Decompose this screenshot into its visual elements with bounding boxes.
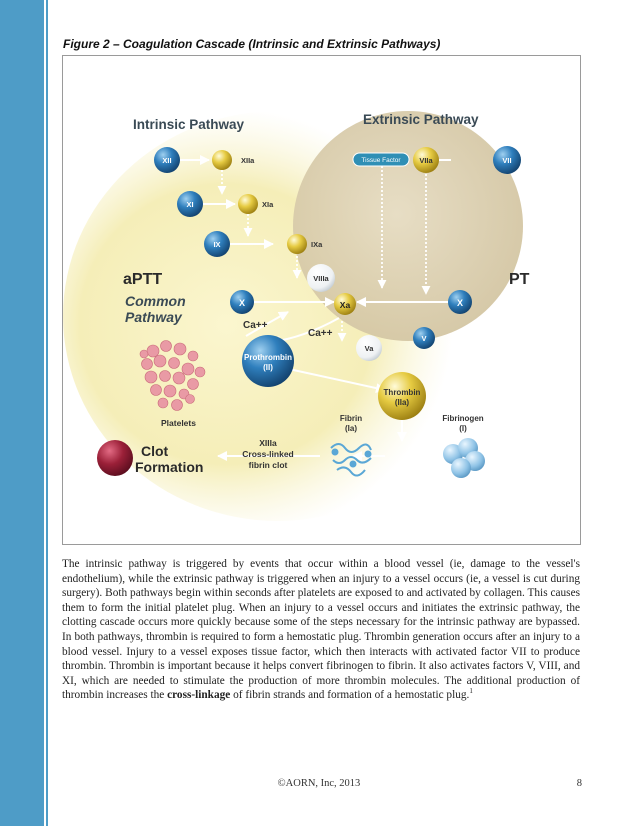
x-right-node [448,290,472,314]
fibrin-label-2: (Ia) [345,424,357,433]
ix-label: IX [213,240,220,249]
xii-node [154,147,180,173]
body-text-bold-term: cross-linkage [167,689,231,702]
xiiia-label: XIIIa [259,438,277,448]
tissue-factor-node [352,152,410,167]
fibrinogen-label: Fibrinogen [442,414,483,423]
body-text-part-2: of fibrin strands and formation of a hem… [230,689,470,702]
extrinsic-pathway-title: Extrinsic Pathway [363,112,479,127]
cascade-arrows [180,155,451,461]
xia-node [238,194,258,214]
prothrombin-node [242,335,294,387]
coagulation-cascade-diagram: Intrinsic Pathway Extrinsic Pathway aPTT… [63,66,570,534]
clot-label-2: Formation [135,459,203,475]
left-sidebar-bar [0,0,44,826]
fibrinogen-cluster [443,438,485,478]
ixa-label: IXa [311,240,323,249]
xa-node [334,293,356,315]
common-pathway-label-1: Common [125,293,186,309]
tissue-factor-label: Tissue Factor [361,157,401,164]
body-paragraph: The intrinsic pathway is triggered by ev… [62,557,580,703]
xia-label: XIa [262,200,274,209]
body-text-part-1: The intrinsic pathway is triggered by ev… [62,558,580,702]
ca-left-label: Ca++ [243,320,268,331]
page-number: 8 [576,778,582,789]
xi-label: XI [186,200,193,209]
v-node [413,327,435,349]
ix-node [204,231,230,257]
figure-frame: Intrinsic Pathway Extrinsic Pathway aPTT… [62,55,581,545]
viiia-node [307,264,335,292]
fibrin-strands [330,443,372,477]
xiiia-label-3: fibrin clot [249,460,288,470]
x-left-label: X [239,298,245,308]
clot-icon [97,440,133,476]
ixa-node [287,234,307,254]
x-left-node [230,290,254,314]
intrinsic-pathway-title: Intrinsic Pathway [133,117,245,132]
prothrombin-label: Prothrombin [244,353,292,362]
xi-node [177,191,203,217]
figure-caption: Figure 2 – Coagulation Cascade (Intrinsi… [63,37,441,51]
extrinsic-pathway-zone [293,111,523,341]
xa-label: Xa [340,300,351,310]
vii-label: VII [502,156,511,165]
footer-copyright: ©AORN, Inc, 2013 [277,778,361,789]
pt-label: PT [509,271,530,288]
common-pathway-label-2: Pathway [125,309,183,325]
ca-right-label: Ca++ [308,328,333,339]
vii-node [493,146,521,174]
x-right-label: X [457,298,463,308]
fibrinogen-label-2: (I) [459,424,467,433]
xiia-label: XIIa [241,156,255,165]
xii-label: XII [162,156,171,165]
thrombin-label: Thrombin [384,388,421,397]
citation-superscript: 1 [469,687,473,696]
sidebar-rule [46,0,48,826]
viiia-label: VIIIa [313,274,329,283]
clot-label: Clot [141,443,169,459]
fibrin-label: Fibrin [340,414,362,423]
xiia-node [212,150,232,170]
aptt-label: aPTT [123,271,162,288]
v-label: V [421,334,426,343]
viia-node [413,147,439,173]
prothrombin-label-2: (II) [263,363,273,372]
thrombin-label-2: (IIa) [395,398,410,407]
platelets-cluster [139,340,206,411]
xiiia-label-2: Cross-linked [242,449,294,459]
viia-label: VIIa [419,156,433,165]
thrombin-node [378,372,426,420]
va-node [356,335,382,361]
platelets-label: Platelets [161,418,196,428]
va-label: Va [365,344,375,353]
